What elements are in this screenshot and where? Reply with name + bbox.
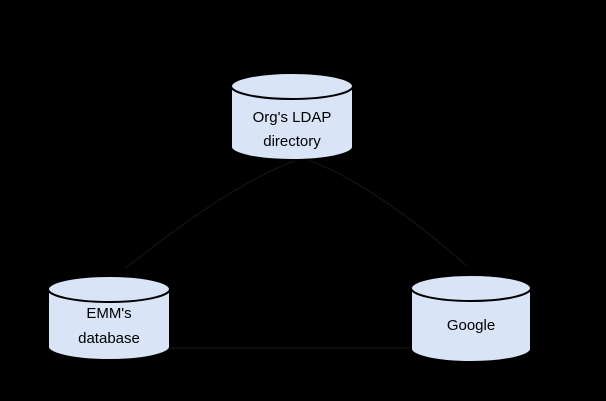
cylinder-top (410, 274, 532, 302)
cylinder-body (230, 86, 354, 161)
cylinder-top (47, 275, 171, 303)
connector-line (125, 159, 298, 269)
cylinder-body (410, 288, 532, 363)
connector-ldap-to-emm (125, 159, 298, 269)
node-label-line: EMM's (86, 305, 131, 322)
node-label-line: Org's LDAP (253, 109, 332, 126)
node-emm-database: EMM's database (47, 275, 171, 361)
node-org-ldap-directory: Org's LDAP directory (230, 72, 354, 161)
cylinder-top (230, 72, 354, 100)
node-label-line: Google (447, 317, 495, 334)
connector-ldap-to-google (307, 159, 468, 267)
node-google: Google (410, 274, 532, 363)
node-label-line: directory (263, 133, 321, 150)
connector-line (307, 159, 468, 267)
node-label-line: database (78, 330, 140, 347)
cylinder-body (47, 289, 171, 361)
